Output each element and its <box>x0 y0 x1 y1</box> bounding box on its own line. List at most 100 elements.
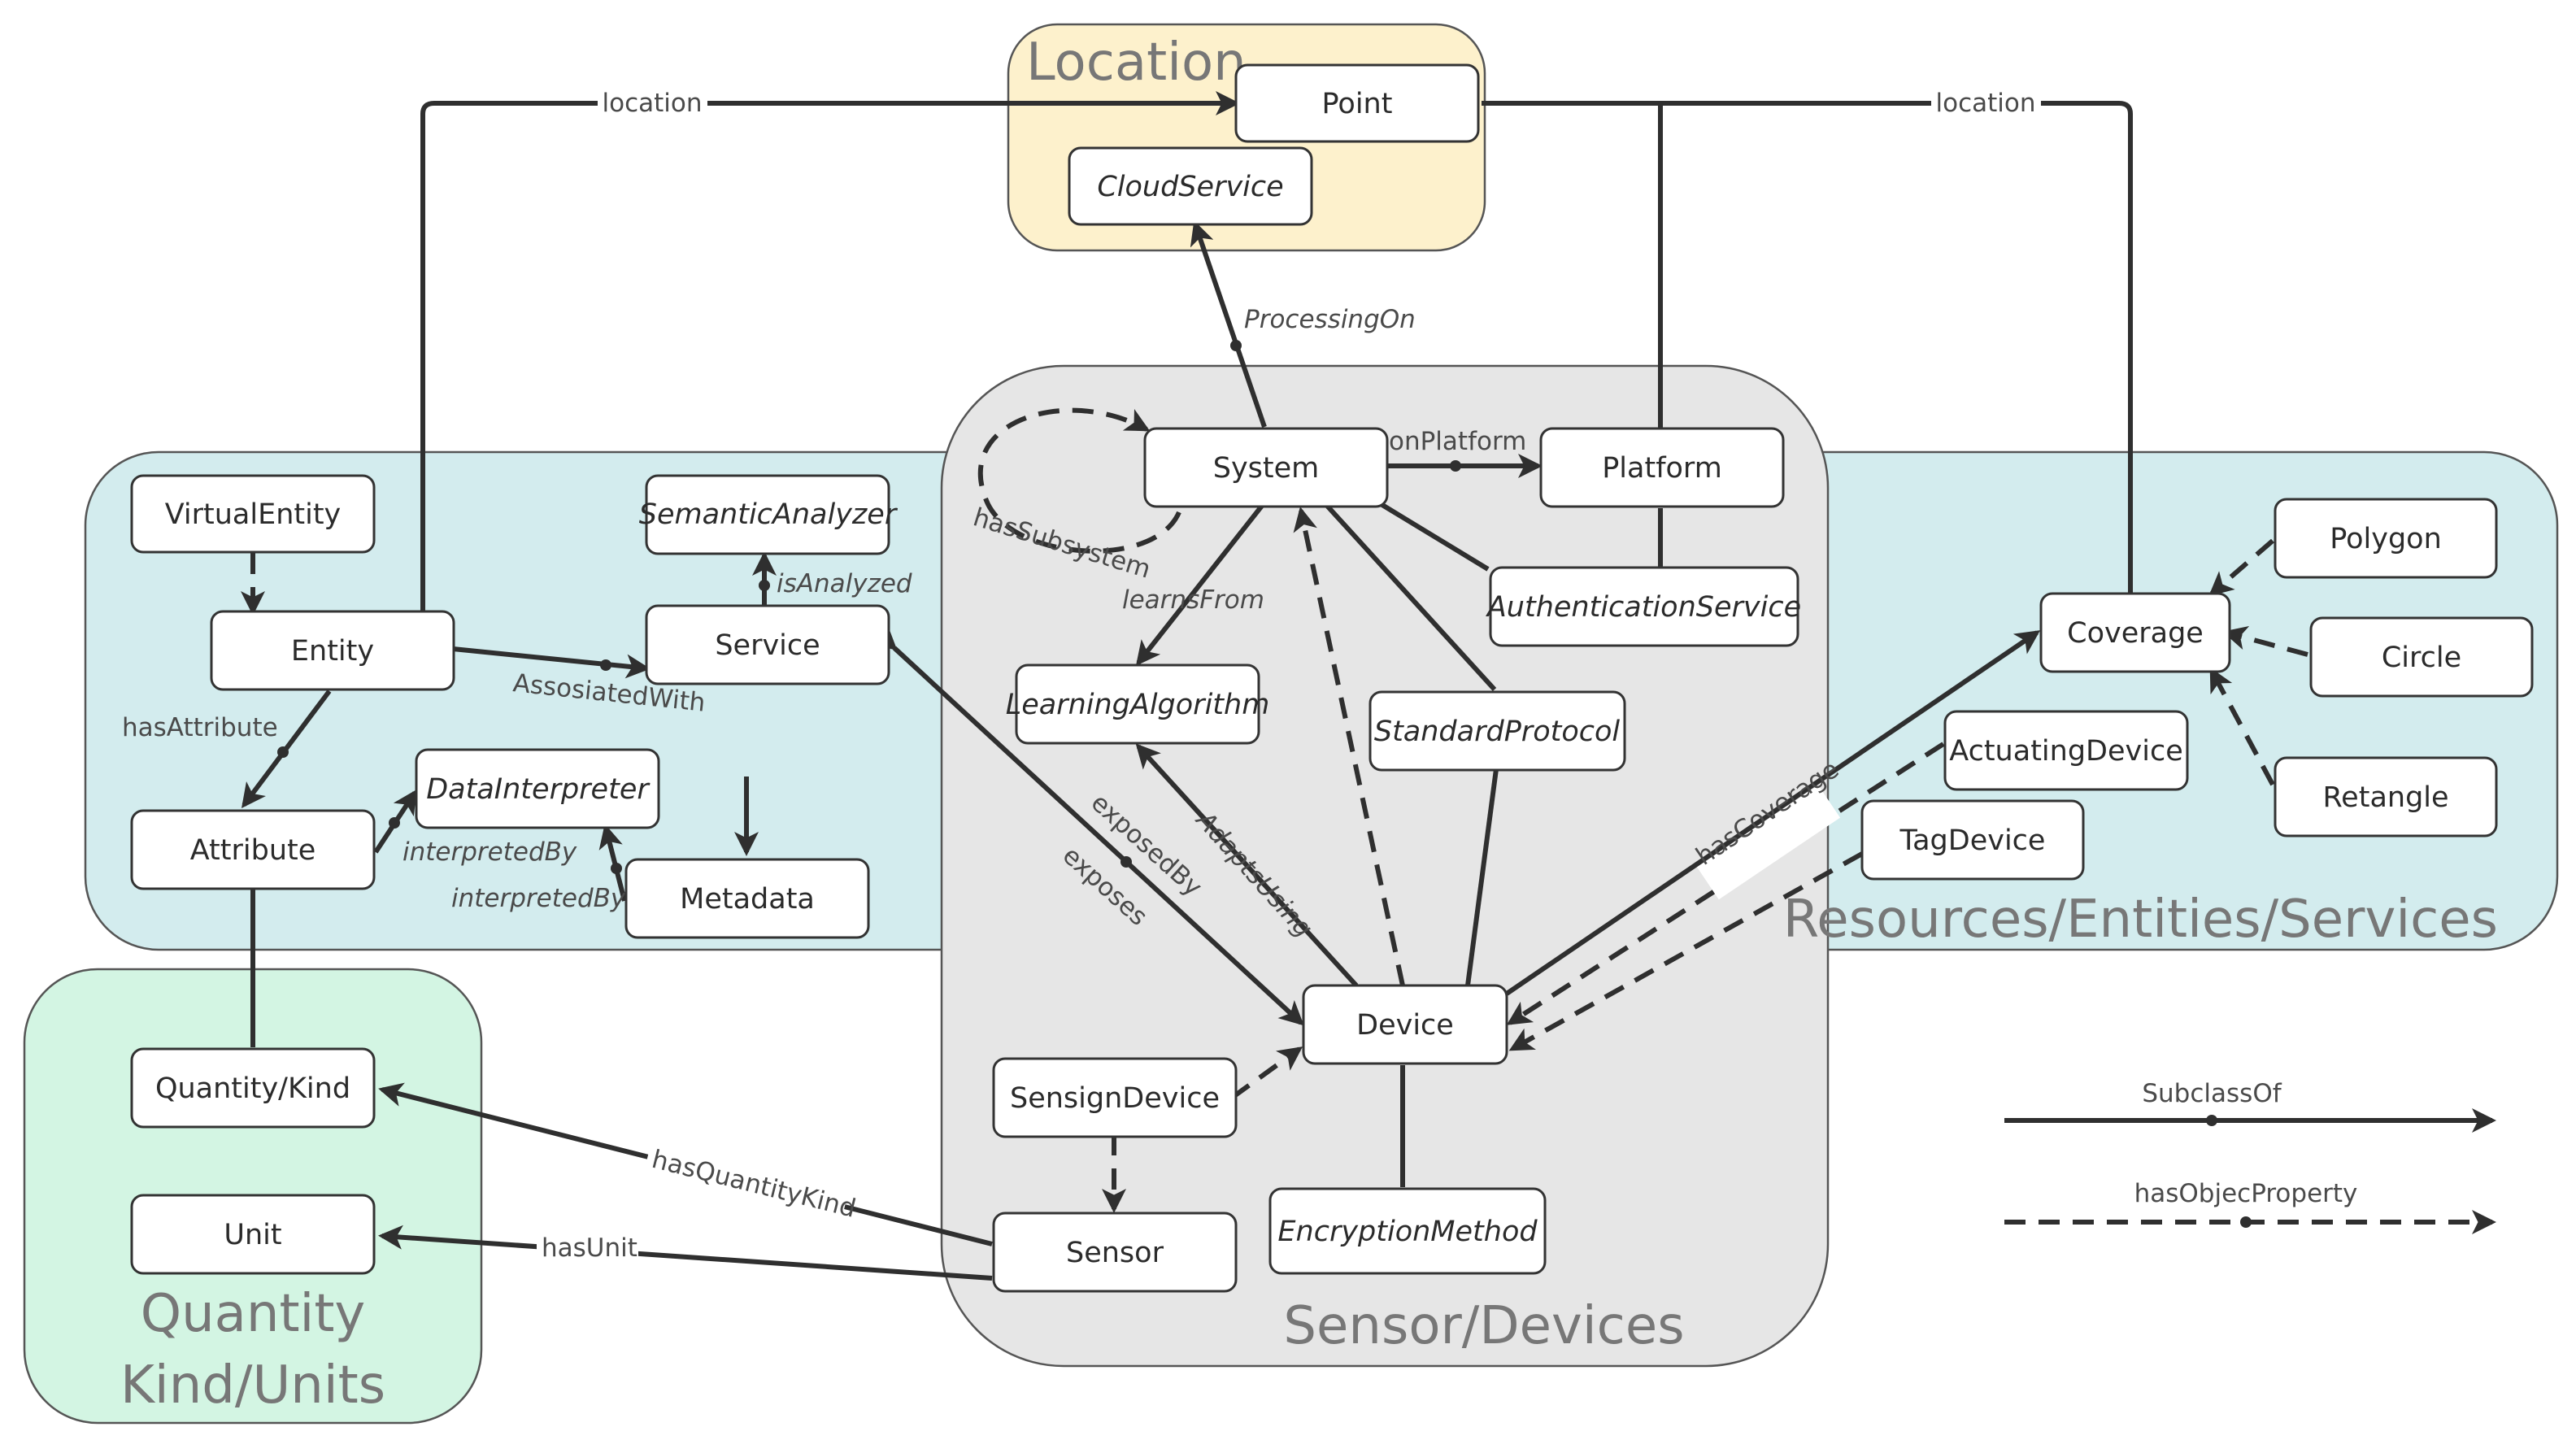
node-quantitykind-label: Quantity/Kind <box>155 1072 350 1105</box>
edge-dot <box>389 817 400 829</box>
edge-retangle-coverage <box>2209 667 2275 786</box>
label-processing-on: ProcessingOn <box>1244 305 1416 334</box>
node-quantitykind[interactable] <box>130 1047 376 1129</box>
node-datainterpreter[interactable] <box>415 748 660 829</box>
node-polygon[interactable] <box>2274 498 2498 579</box>
edge-protocol-device <box>1465 768 1499 986</box>
edge-dot <box>611 863 622 874</box>
label-is-analyzed: isAnalyzed <box>777 569 912 598</box>
node-system-label: System <box>1213 452 1320 485</box>
label-bg <box>598 83 707 122</box>
node-cloudservice[interactable] <box>1068 146 1313 226</box>
node-device[interactable] <box>1302 984 1508 1065</box>
node-service-label: Service <box>715 629 820 662</box>
node-encryption-label: EncryptionMethod <box>1277 1216 1538 1248</box>
node-semanticanalyzer-label: SemanticAnalyzer <box>639 498 899 531</box>
node-retangle[interactable] <box>2274 756 2498 837</box>
edge-circle-coverage <box>2222 626 2308 657</box>
node-entity-label: Entity <box>291 635 374 668</box>
edge-has-subsystem <box>977 407 1181 554</box>
node-sensor-label: Sensor <box>1066 1237 1164 1269</box>
group-title-sensors: Sensor/Devices <box>1283 1296 1684 1356</box>
node-retangle-label: Retangle <box>2322 781 2448 814</box>
edge-dot <box>1230 340 1242 351</box>
group-title-resources: Resources/Entities/Services <box>1783 890 2498 950</box>
edge-associated-with <box>452 646 651 679</box>
node-attribute[interactable] <box>130 809 376 890</box>
edge-entity-location-point <box>420 91 1240 611</box>
legend-subclass-label: SubclassOf <box>2142 1079 2282 1108</box>
edge-exposed-by <box>871 625 1304 1026</box>
node-polygon-label: Polygon <box>2330 523 2442 555</box>
node-circle[interactable] <box>2309 616 2534 698</box>
node-coverage[interactable] <box>2039 592 2231 673</box>
node-tagdevice-label: TagDevice <box>1899 824 2046 857</box>
edge-system-protocol <box>1325 503 1497 692</box>
node-standardprotocol-label: StandardProtocol <box>1374 716 1621 748</box>
edge-dot <box>1120 856 1132 868</box>
label-bg <box>1931 83 2041 122</box>
node-point[interactable] <box>1234 63 1480 143</box>
legend-object-property-label: hasObjecProperty <box>2134 1179 2358 1208</box>
legend-dot <box>2240 1216 2252 1228</box>
edge-dot <box>600 659 611 671</box>
edge-processing-on <box>1190 220 1267 428</box>
node-tagdevice[interactable] <box>1860 799 2085 881</box>
edge-dot <box>277 746 289 758</box>
edge-has-coverage <box>1505 630 2041 996</box>
edge-system-auth <box>1377 500 1490 572</box>
node-platform-label: Platform <box>1602 452 1722 485</box>
legend-dot <box>2206 1115 2217 1126</box>
edge-dot <box>1450 460 1461 472</box>
node-service[interactable] <box>645 604 890 685</box>
node-encryption[interactable] <box>1268 1187 1547 1275</box>
node-attribute-label: Attribute <box>190 834 316 867</box>
node-authservice-label: AuthenticationService <box>1486 591 1801 624</box>
label-learns-from: learnsFrom <box>1122 585 1264 615</box>
edge-device-system <box>1293 507 1405 986</box>
group-title-quantity-1: Quantity <box>141 1284 366 1344</box>
node-platform[interactable] <box>1539 427 1785 508</box>
node-metadata[interactable] <box>624 858 870 939</box>
node-coverage-label: Coverage <box>2067 617 2204 650</box>
label-interpreted-by-1: interpretedBy <box>402 837 577 867</box>
edge-has-unit <box>378 1225 993 1281</box>
node-entity[interactable] <box>210 610 455 691</box>
node-actuatingdevice[interactable] <box>1943 710 2189 791</box>
label-location-right: location <box>1935 89 2035 118</box>
node-actuatingdevice-label: ActuatingDevice <box>1949 735 2182 768</box>
node-datainterpreter-label: DataInterpreter <box>426 773 651 806</box>
node-system[interactable] <box>1143 427 1389 508</box>
node-virtualentity-label: VirtualEntity <box>165 498 342 531</box>
label-has-unit: hasUnit <box>542 1233 637 1263</box>
node-circle-label: Circle <box>2382 642 2461 674</box>
node-sensor[interactable] <box>992 1212 1238 1293</box>
group-title-location: Location <box>1026 33 1247 93</box>
node-learningalgorithm[interactable] <box>1015 663 1260 745</box>
node-learningalgorithm-label: LearningAlgorithm <box>1006 689 1270 721</box>
node-standardprotocol[interactable] <box>1368 690 1626 772</box>
node-metadata-label: Metadata <box>680 883 815 916</box>
label-on-platform: onPlatform <box>1389 427 1526 456</box>
label-has-attribute: hasAttribute <box>122 713 278 742</box>
edge-polygon-coverage <box>2208 538 2274 597</box>
label-bg <box>1696 785 1841 900</box>
node-unit[interactable] <box>130 1194 376 1275</box>
node-sensingdevice-label: SensignDevice <box>1010 1082 1220 1115</box>
label-location-left: location <box>602 89 702 118</box>
label-interpreted-by-2: interpretedBy <box>451 884 626 913</box>
node-unit-label: Unit <box>224 1219 281 1251</box>
node-cloudservice-label: CloudService <box>1097 171 1283 203</box>
edge-coverage-location-point <box>1482 101 2133 594</box>
node-sensingdevice[interactable] <box>992 1057 1238 1138</box>
edge-dot <box>759 580 770 591</box>
node-authservice[interactable] <box>1489 566 1799 647</box>
label-bg <box>644 1130 852 1218</box>
label-bg <box>537 1229 638 1265</box>
node-virtualentity[interactable] <box>130 474 376 554</box>
edge-sensing-device <box>1230 1046 1303 1100</box>
node-device-label: Device <box>1356 1009 1454 1042</box>
group-title-quantity-2: Kind/Units <box>120 1355 385 1416</box>
node-semanticanalyzer[interactable] <box>645 474 890 555</box>
